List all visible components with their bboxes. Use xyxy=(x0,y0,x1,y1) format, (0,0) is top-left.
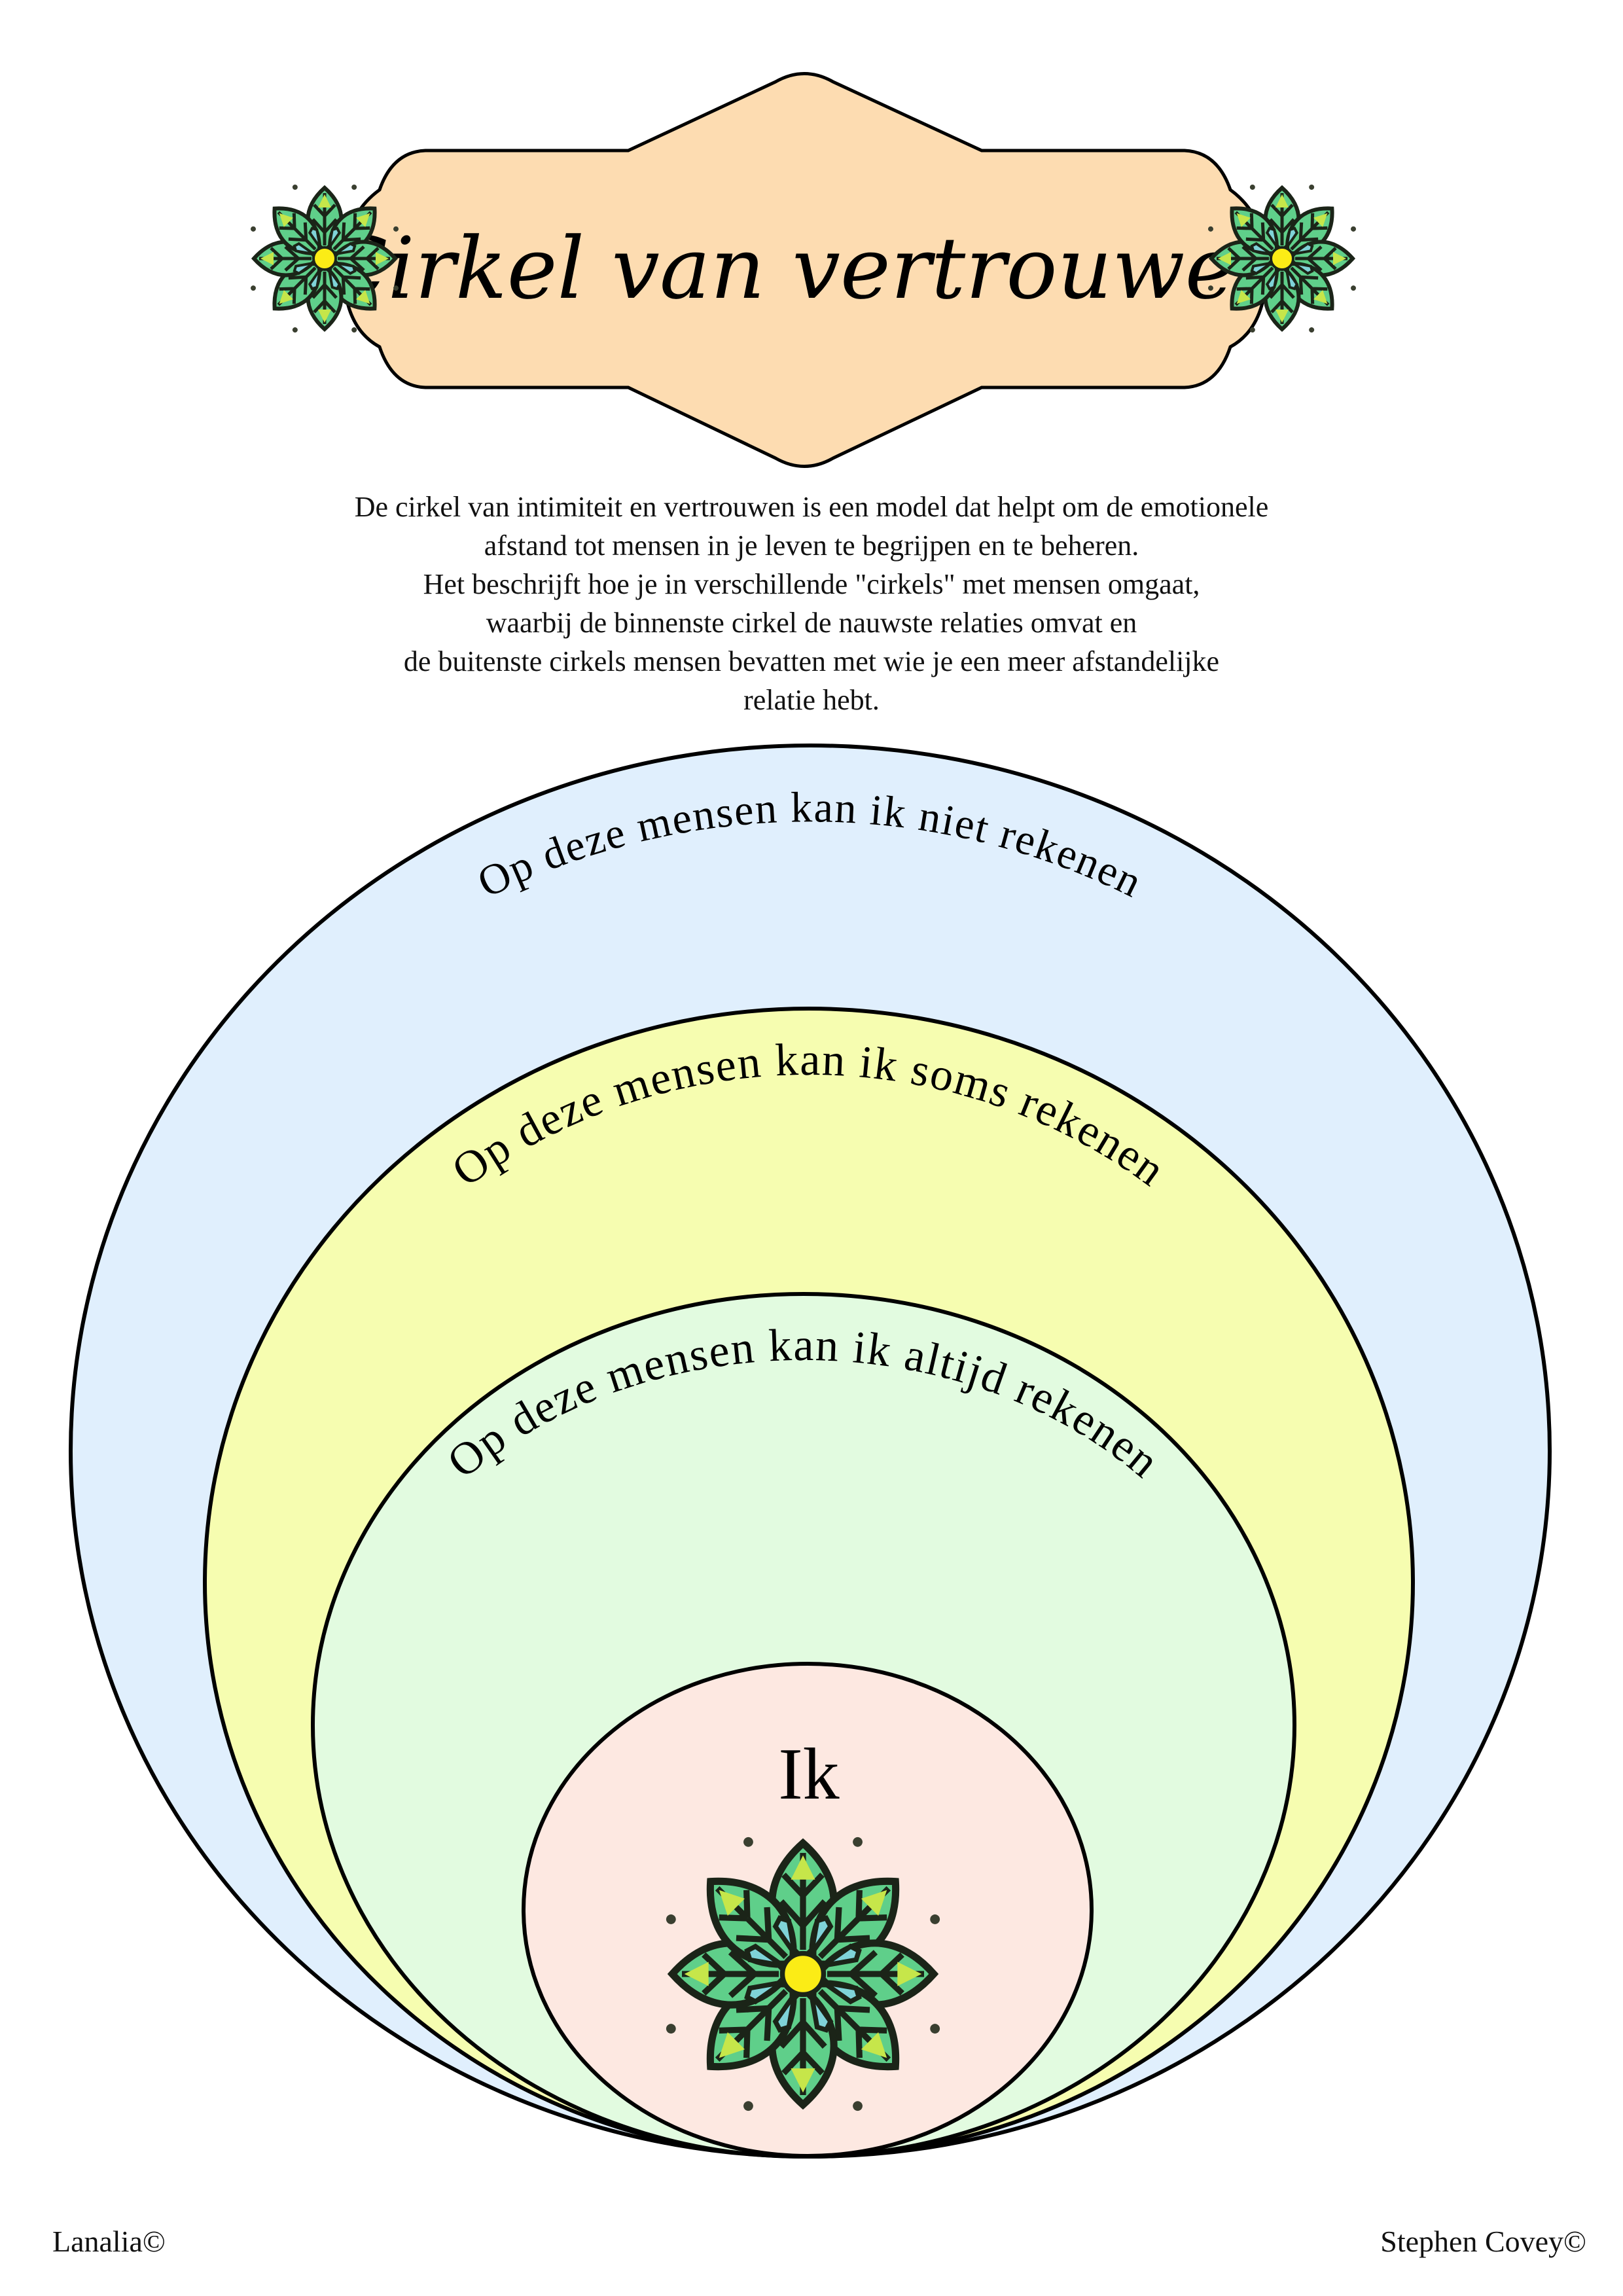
intro-line: relatie hebt. xyxy=(743,684,880,716)
intro-line: de buitenste cirkels mensen bevatten met… xyxy=(403,645,1220,677)
footer-credit-right: Stephen Covey© xyxy=(1380,2225,1586,2258)
intro-line: De cirkel van intimiteit en vertrouwen i… xyxy=(354,491,1269,523)
intro-line: waarbij de binnenste cirkel de nauwste r… xyxy=(486,607,1137,639)
page-title: Cirkel van vertrouwen xyxy=(323,219,1291,318)
intro-paragraph: De cirkel van intimiteit en vertrouwen i… xyxy=(223,488,1400,719)
intro-line: afstand tot mensen in je leven te begrij… xyxy=(484,529,1139,562)
footer-credit-left: Lanalia© xyxy=(52,2225,166,2258)
core-circle-label: Ik xyxy=(778,1734,839,1815)
intro-line: Het beschrijft hoe je in verschillende "… xyxy=(423,568,1200,600)
